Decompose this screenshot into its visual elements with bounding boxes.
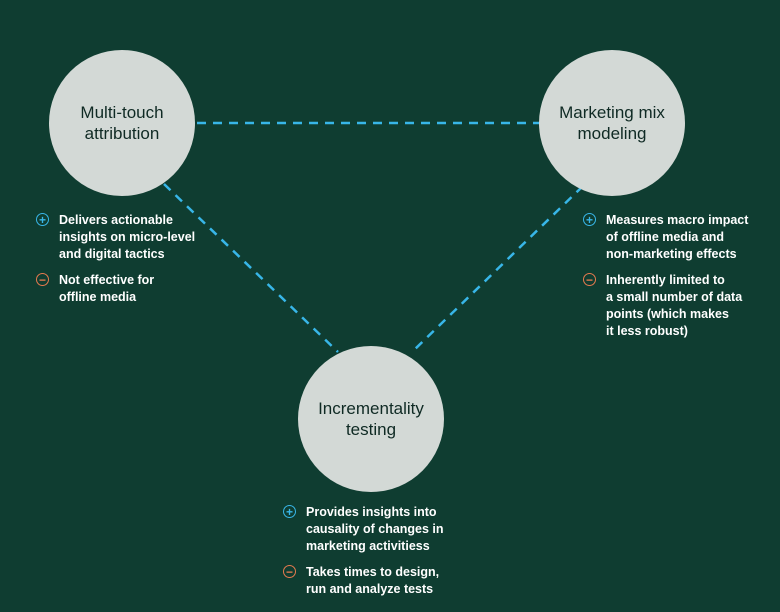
con-text: Not effective for offline media (59, 273, 155, 304)
con-item: −Inherently limited to a small number of… (583, 272, 773, 340)
notes-mmm: + Measures macro impact of offline media … (583, 212, 773, 349)
plus-circle-icon: + (583, 213, 596, 226)
pro-text: Delivers actionable insights on micro-le… (59, 213, 196, 261)
con-item: −Not effective for offline media (36, 272, 236, 306)
pro-item: + Delivers actionable insights on micro-l… (36, 212, 236, 263)
minus-circle-icon: − (36, 273, 49, 286)
connector-mta-inc (163, 183, 339, 353)
notes-mta: + Delivers actionable insights on micro-l… (36, 212, 236, 315)
node-title: Incrementality testing (318, 399, 424, 439)
pro-item: + Provides insights into causality of cha… (283, 504, 503, 555)
pro-text: Measures macro impact of offline media a… (606, 213, 749, 261)
con-text: Takes times to design, run and analyze t… (306, 565, 440, 596)
node-mmm: Marketing mix modeling (539, 50, 685, 196)
pro-text: Provides insights into causality of chan… (306, 505, 444, 553)
minus-circle-icon: − (283, 565, 296, 578)
pro-item: + Measures macro impact of offline media … (583, 212, 773, 263)
plus-circle-icon: + (283, 505, 296, 518)
node-inc: Incrementality testing (298, 346, 444, 492)
node-title: Multi-touch attribution (80, 103, 164, 143)
node-title: Marketing mix modeling (559, 103, 665, 143)
con-text: Inherently limited to a small number of … (606, 273, 743, 338)
connector-mmm-inc (411, 185, 584, 353)
minus-circle-icon: − (583, 273, 596, 286)
plus-circle-icon: + (36, 213, 49, 226)
node-mta: Multi-touch attribution (49, 50, 195, 196)
notes-inc: + Provides insights into causality of cha… (283, 504, 503, 607)
con-item: −Takes times to design, run and analyze … (283, 564, 503, 598)
